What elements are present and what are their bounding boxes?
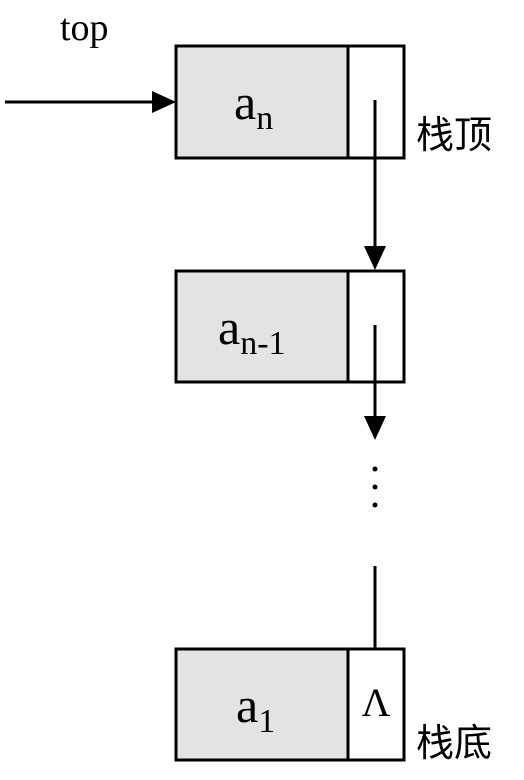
stack-node-middle: an-1 <box>174 269 406 384</box>
stack-node-top: an <box>174 44 406 160</box>
node-label: a1 <box>236 677 275 740</box>
node-label: an-1 <box>218 299 286 362</box>
node-label-subscript: n <box>256 100 273 137</box>
node-label: an <box>234 74 273 137</box>
top-pointer-arrow <box>5 91 176 113</box>
node-next-cell <box>346 647 406 762</box>
top-pointer-label: top <box>60 7 109 49</box>
stack-node-bottom: a1 Λ <box>174 647 406 762</box>
node-data-cell <box>174 269 350 384</box>
node-label-subscript: 1 <box>258 703 275 740</box>
next-pointer-arrow-1 <box>364 100 386 270</box>
node-label-base: a <box>236 677 258 733</box>
vertical-ellipsis <box>372 466 378 508</box>
node-label-subscript: n-1 <box>240 325 285 362</box>
node-label-base: a <box>234 74 256 130</box>
node-label-base: a <box>218 299 240 355</box>
stack-bottom-label: 栈底 <box>416 721 492 765</box>
stack-top-label: 栈顶 <box>416 113 492 157</box>
node-data-cell <box>174 647 350 762</box>
null-pointer-symbol: Λ <box>361 680 390 725</box>
next-pointer-arrow-2 <box>364 325 386 440</box>
